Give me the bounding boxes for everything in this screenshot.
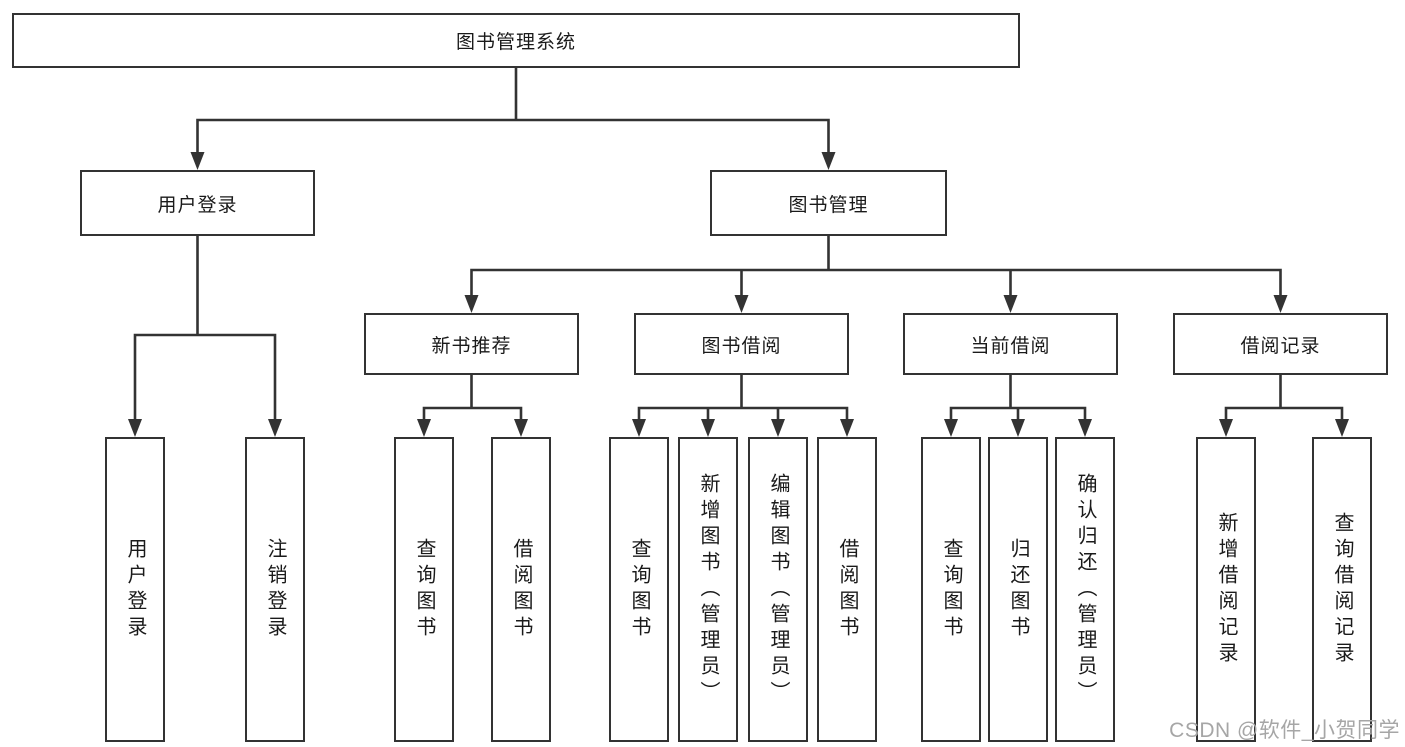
node-borrow-records-label: 借阅记录 <box>1240 335 1321 357</box>
leaf-borrow-book-1: 借阅图书 <box>491 437 551 742</box>
connector-borrow-record <box>1224 373 1344 423</box>
node-user-login: 用户登录 <box>80 170 315 236</box>
leaf-borrow-book-1-label: 借阅图书 <box>510 537 532 642</box>
arrow-down-icon <box>701 419 715 437</box>
node-root-label: 图书管理系统 <box>455 32 576 53</box>
node-user-login-label: 用户登录 <box>157 194 238 216</box>
node-borrow-records: 借阅记录 <box>1173 313 1388 375</box>
connector-book-mgmt <box>470 234 1282 299</box>
arrow-down-icon <box>734 295 749 313</box>
arrow-down-icon <box>632 419 646 437</box>
leaf-return-book: 归还图书 <box>988 437 1048 742</box>
connector-user-login <box>133 234 277 423</box>
leaf-edit-book-admin: 编辑图书（管理员） <box>748 437 808 742</box>
arrow-down-icon <box>268 419 282 437</box>
node-book-management-label: 图书管理 <box>788 194 869 216</box>
leaf-query-book-2-label: 查询图书 <box>628 537 650 642</box>
node-book-management: 图书管理 <box>710 170 947 236</box>
leaf-confirm-return-admin: 确认归还（管理员） <box>1055 437 1115 742</box>
arrow-down-icon <box>1011 419 1025 437</box>
arrow-down-icon <box>1273 295 1288 313</box>
csdn-watermark: CSDN @软件_小贺同学 <box>1169 719 1400 742</box>
node-book-borrowing: 图书借阅 <box>634 313 849 375</box>
leaf-query-book-3: 查询图书 <box>921 437 981 742</box>
node-root-system: 图书管理系统 <box>12 13 1020 68</box>
arrow-down-icon <box>1219 419 1233 437</box>
arrow-down-icon <box>821 152 836 170</box>
arrow-down-icon <box>1078 419 1092 437</box>
arrow-down-icon <box>464 295 479 313</box>
arrow-down-icon <box>771 419 785 437</box>
arrowheads <box>128 152 1349 437</box>
leaf-logout: 注销登录 <box>245 437 305 742</box>
connector-book-borrow <box>637 373 849 423</box>
arrow-down-icon <box>944 419 958 437</box>
node-book-borrowing-label: 图书借阅 <box>701 335 782 357</box>
arrow-down-icon <box>1003 295 1018 313</box>
arrow-down-icon <box>514 419 528 437</box>
arrow-down-icon <box>417 419 431 437</box>
arrow-down-icon <box>190 152 205 170</box>
leaf-add-borrow-record-label: 新增借阅记录 <box>1215 511 1237 668</box>
leaf-borrow-book-2: 借阅图书 <box>817 437 877 742</box>
arrow-down-icon <box>840 419 854 437</box>
leaf-edit-book-admin-label: 编辑图书（管理员） <box>767 472 789 707</box>
leaf-query-book-1-label: 查询图书 <box>413 537 435 642</box>
leaf-add-borrow-record: 新增借阅记录 <box>1196 437 1256 742</box>
leaf-query-borrow-record-label: 查询借阅记录 <box>1331 511 1353 668</box>
leaf-query-book-3-label: 查询图书 <box>940 537 962 642</box>
connector-new-book <box>422 373 523 423</box>
node-new-book-recommend: 新书推荐 <box>364 313 579 375</box>
leaf-query-book-1: 查询图书 <box>394 437 454 742</box>
leaf-user-login-label: 用户登录 <box>124 537 146 642</box>
leaf-query-book-2: 查询图书 <box>609 437 669 742</box>
connector-root <box>196 66 830 156</box>
leaf-add-book-admin: 新增图书（管理员） <box>678 437 738 742</box>
node-new-book-recommend-label: 新书推荐 <box>431 335 512 357</box>
arrow-down-icon <box>1335 419 1349 437</box>
connector-current-borrow <box>949 373 1087 423</box>
node-current-borrowing-label: 当前借阅 <box>970 335 1051 357</box>
leaf-return-book-label: 归还图书 <box>1007 537 1029 642</box>
leaf-add-book-admin-label: 新增图书（管理员） <box>697 472 719 707</box>
leaf-query-borrow-record: 查询借阅记录 <box>1312 437 1372 742</box>
leaf-confirm-return-admin-label: 确认归还（管理员） <box>1074 472 1096 707</box>
leaf-borrow-book-2-label: 借阅图书 <box>836 537 858 642</box>
arrow-down-icon <box>128 419 142 437</box>
node-current-borrowing: 当前借阅 <box>903 313 1118 375</box>
leaf-user-login: 用户登录 <box>105 437 165 742</box>
leaf-logout-label: 注销登录 <box>264 537 286 642</box>
